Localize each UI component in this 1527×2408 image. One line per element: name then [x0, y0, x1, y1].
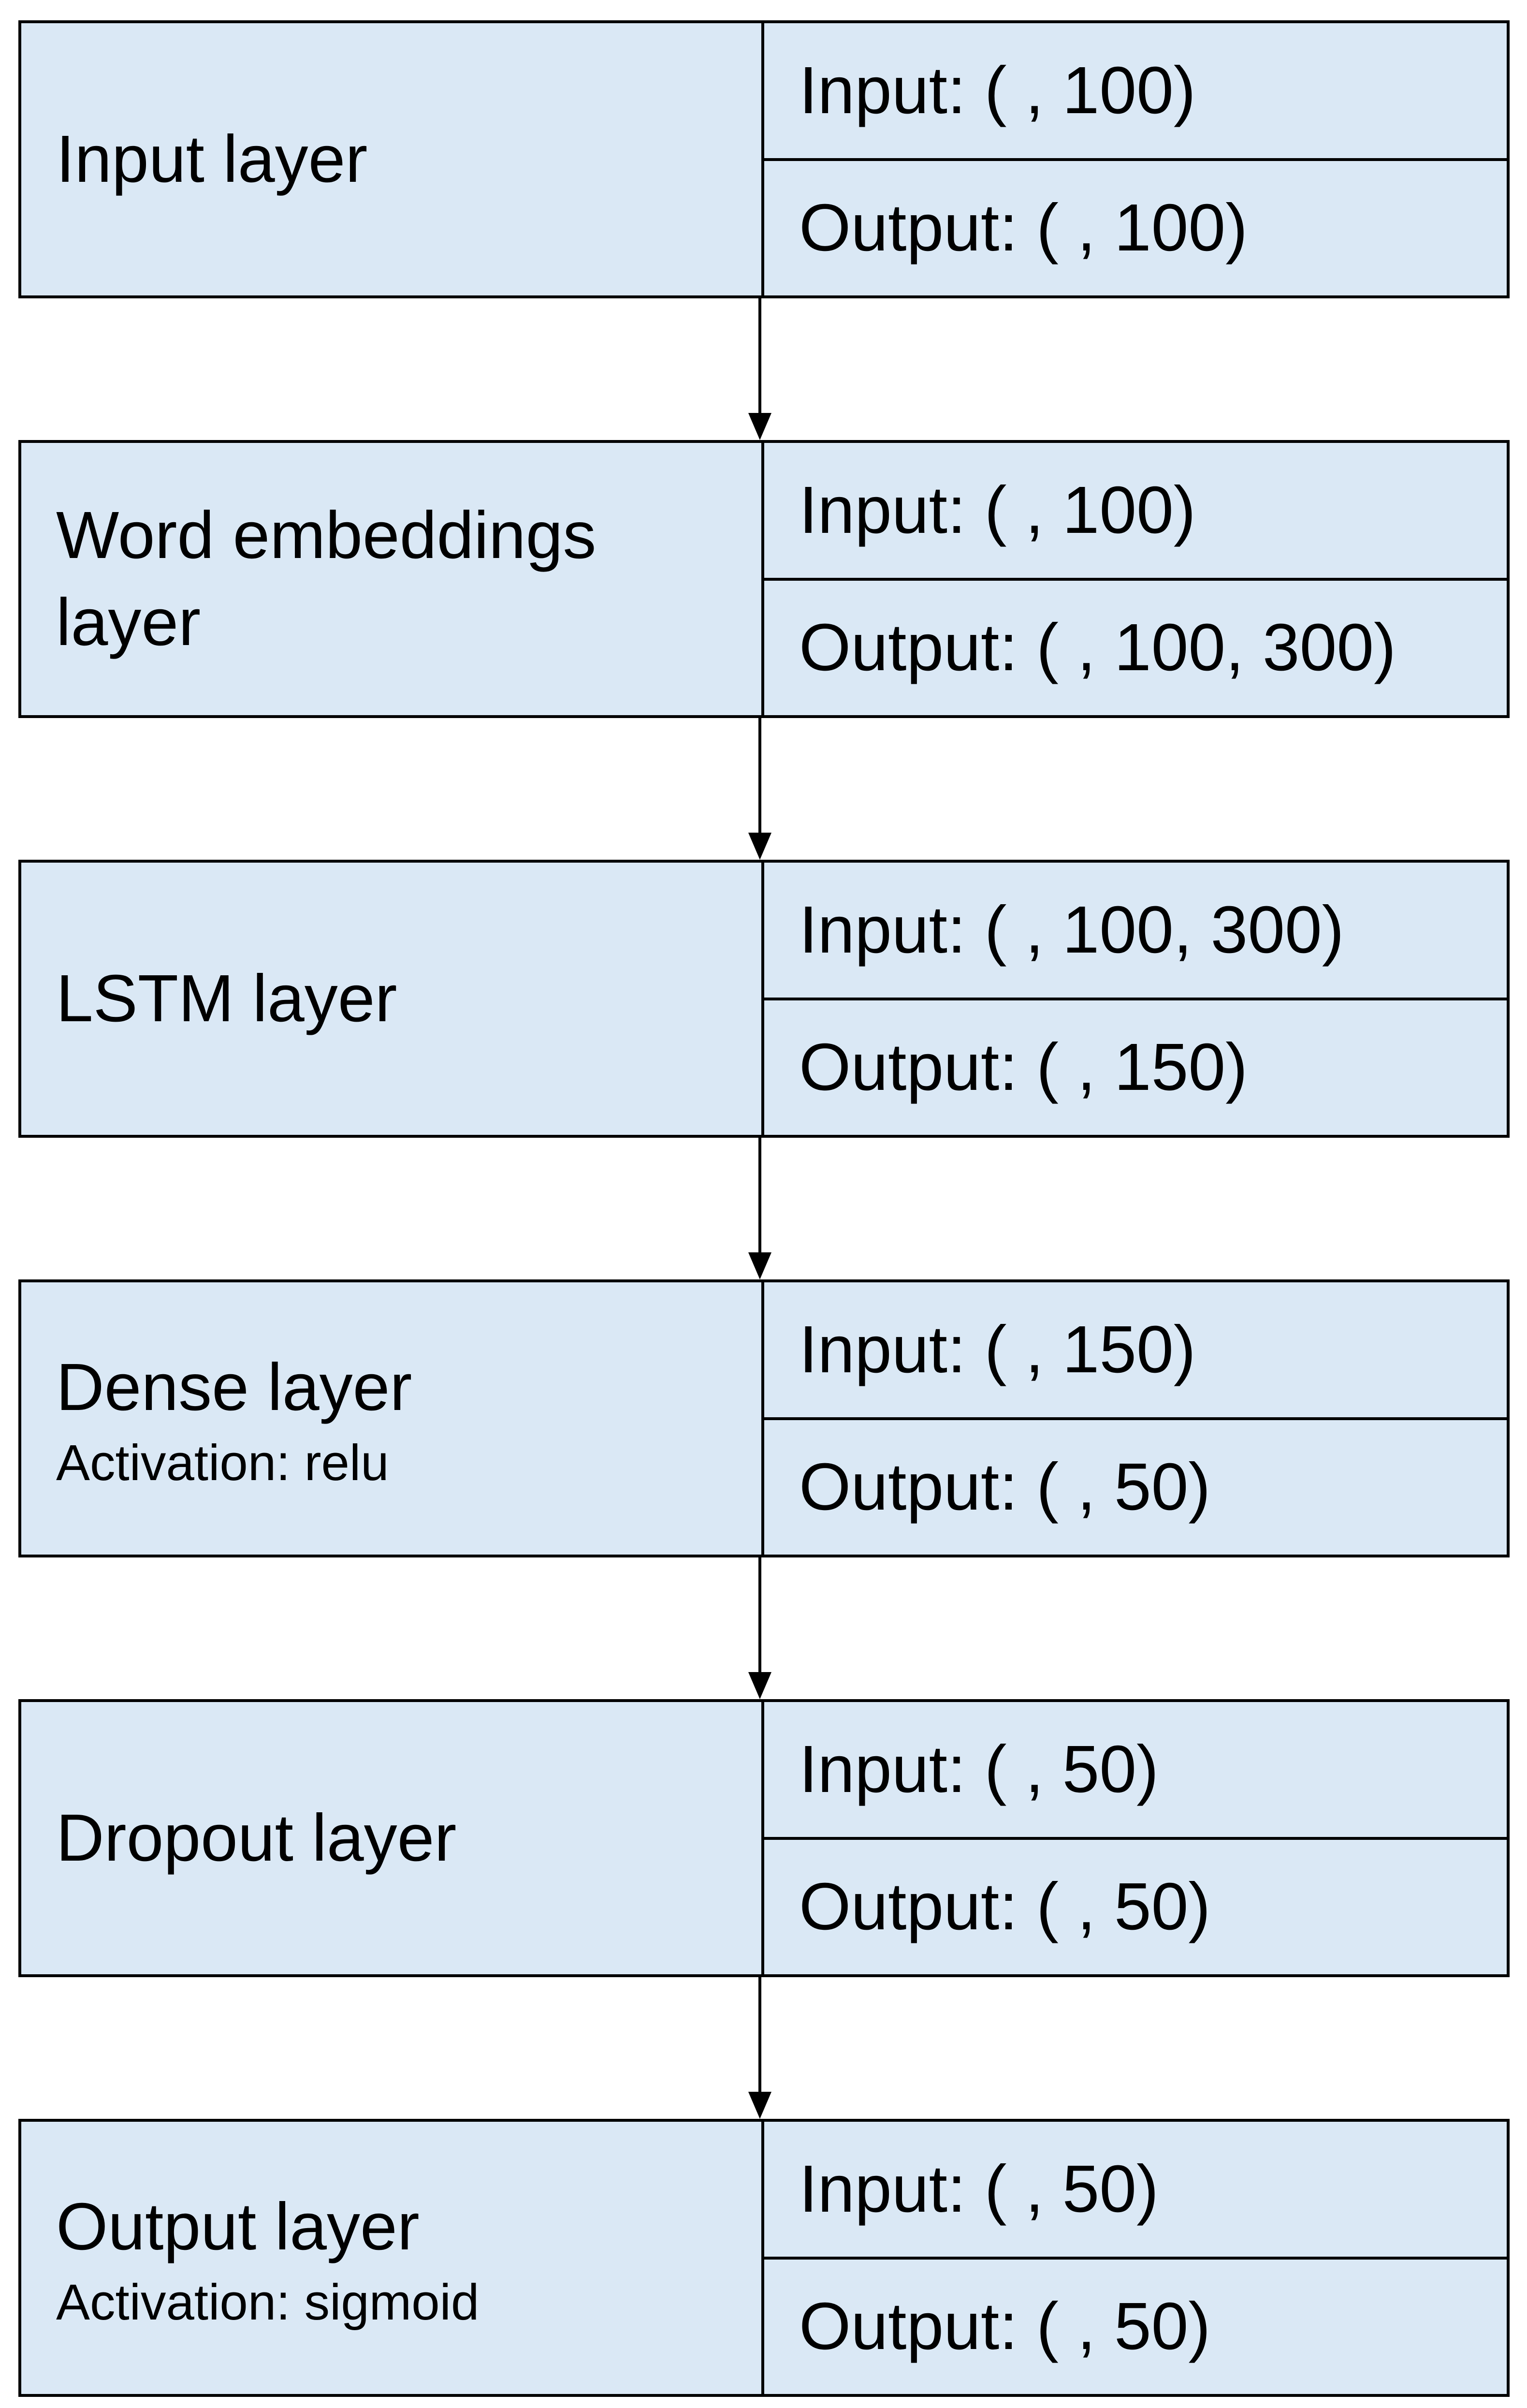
layer-name-cell: Dropout layer	[21, 1702, 764, 1974]
layer-activation: Activation: relu	[56, 1434, 389, 1491]
layer-name-cell: Input layer	[21, 23, 764, 295]
flow-arrow-line	[758, 718, 761, 833]
flow-arrowhead	[748, 2092, 771, 2119]
layer-input-shape: Input: ( , 50)	[764, 1702, 1507, 1838]
layer-block-word-embeddings: Word embeddings layer Input: ( , 100) Ou…	[18, 440, 1510, 718]
layer-block-dense: Dense layer Activation: relu Input: ( , …	[18, 1279, 1510, 1557]
flow-arrow-line	[758, 1977, 761, 2092]
layer-input-shape: Input: ( , 100)	[764, 443, 1507, 579]
layer-output-shape: Output: ( , 150)	[764, 998, 1507, 1135]
layer-name: Word embeddings layer	[56, 498, 596, 660]
layer-block-input: Input layer Input: ( , 100) Output: ( , …	[18, 20, 1510, 298]
layer-name-cell: Output layer Activation: sigmoid	[21, 2122, 764, 2394]
flow-arrowhead	[748, 1252, 771, 1279]
flow-arrowhead	[748, 833, 771, 860]
layer-name: Output layer	[56, 2189, 420, 2264]
layer-input-shape: Input: ( , 50)	[764, 2122, 1507, 2258]
layer-activation: Activation: sigmoid	[56, 2274, 480, 2331]
layer-block-output: Output layer Activation: sigmoid Input: …	[18, 2119, 1510, 2397]
layer-input-shape: Input: ( , 150)	[764, 1282, 1507, 1419]
layer-output-shape: Output: ( , 50)	[764, 2258, 1507, 2394]
flow-arrow-line	[758, 298, 761, 413]
layer-input-shape: Input: ( , 100, 300)	[764, 863, 1507, 999]
layer-name-cell: LSTM layer	[21, 863, 764, 1135]
layer-block-lstm: LSTM layer Input: ( , 100, 300) Output: …	[18, 860, 1510, 1138]
layer-output-shape: Output: ( , 100)	[764, 159, 1507, 296]
layer-name: LSTM layer	[56, 961, 397, 1036]
layer-name: Dropout layer	[56, 1800, 457, 1875]
layer-output-shape: Output: ( , 50)	[764, 1838, 1507, 1975]
layer-block-dropout: Dropout layer Input: ( , 50) Output: ( ,…	[18, 1699, 1510, 1977]
layer-name: Dense layer	[56, 1350, 412, 1425]
layer-name-cell: Word embeddings layer	[21, 443, 764, 715]
flow-arrowhead	[748, 413, 771, 440]
flow-arrow-line	[758, 1557, 761, 1673]
flow-arrowhead	[748, 1672, 771, 1699]
layer-output-shape: Output: ( , 50)	[764, 1418, 1507, 1555]
layer-output-shape: Output: ( , 100, 300)	[764, 579, 1507, 716]
flow-arrow-line	[758, 1138, 761, 1253]
layer-input-shape: Input: ( , 100)	[764, 23, 1507, 160]
layer-name: Input layer	[56, 121, 368, 196]
layer-name-cell: Dense layer Activation: relu	[21, 1282, 764, 1555]
